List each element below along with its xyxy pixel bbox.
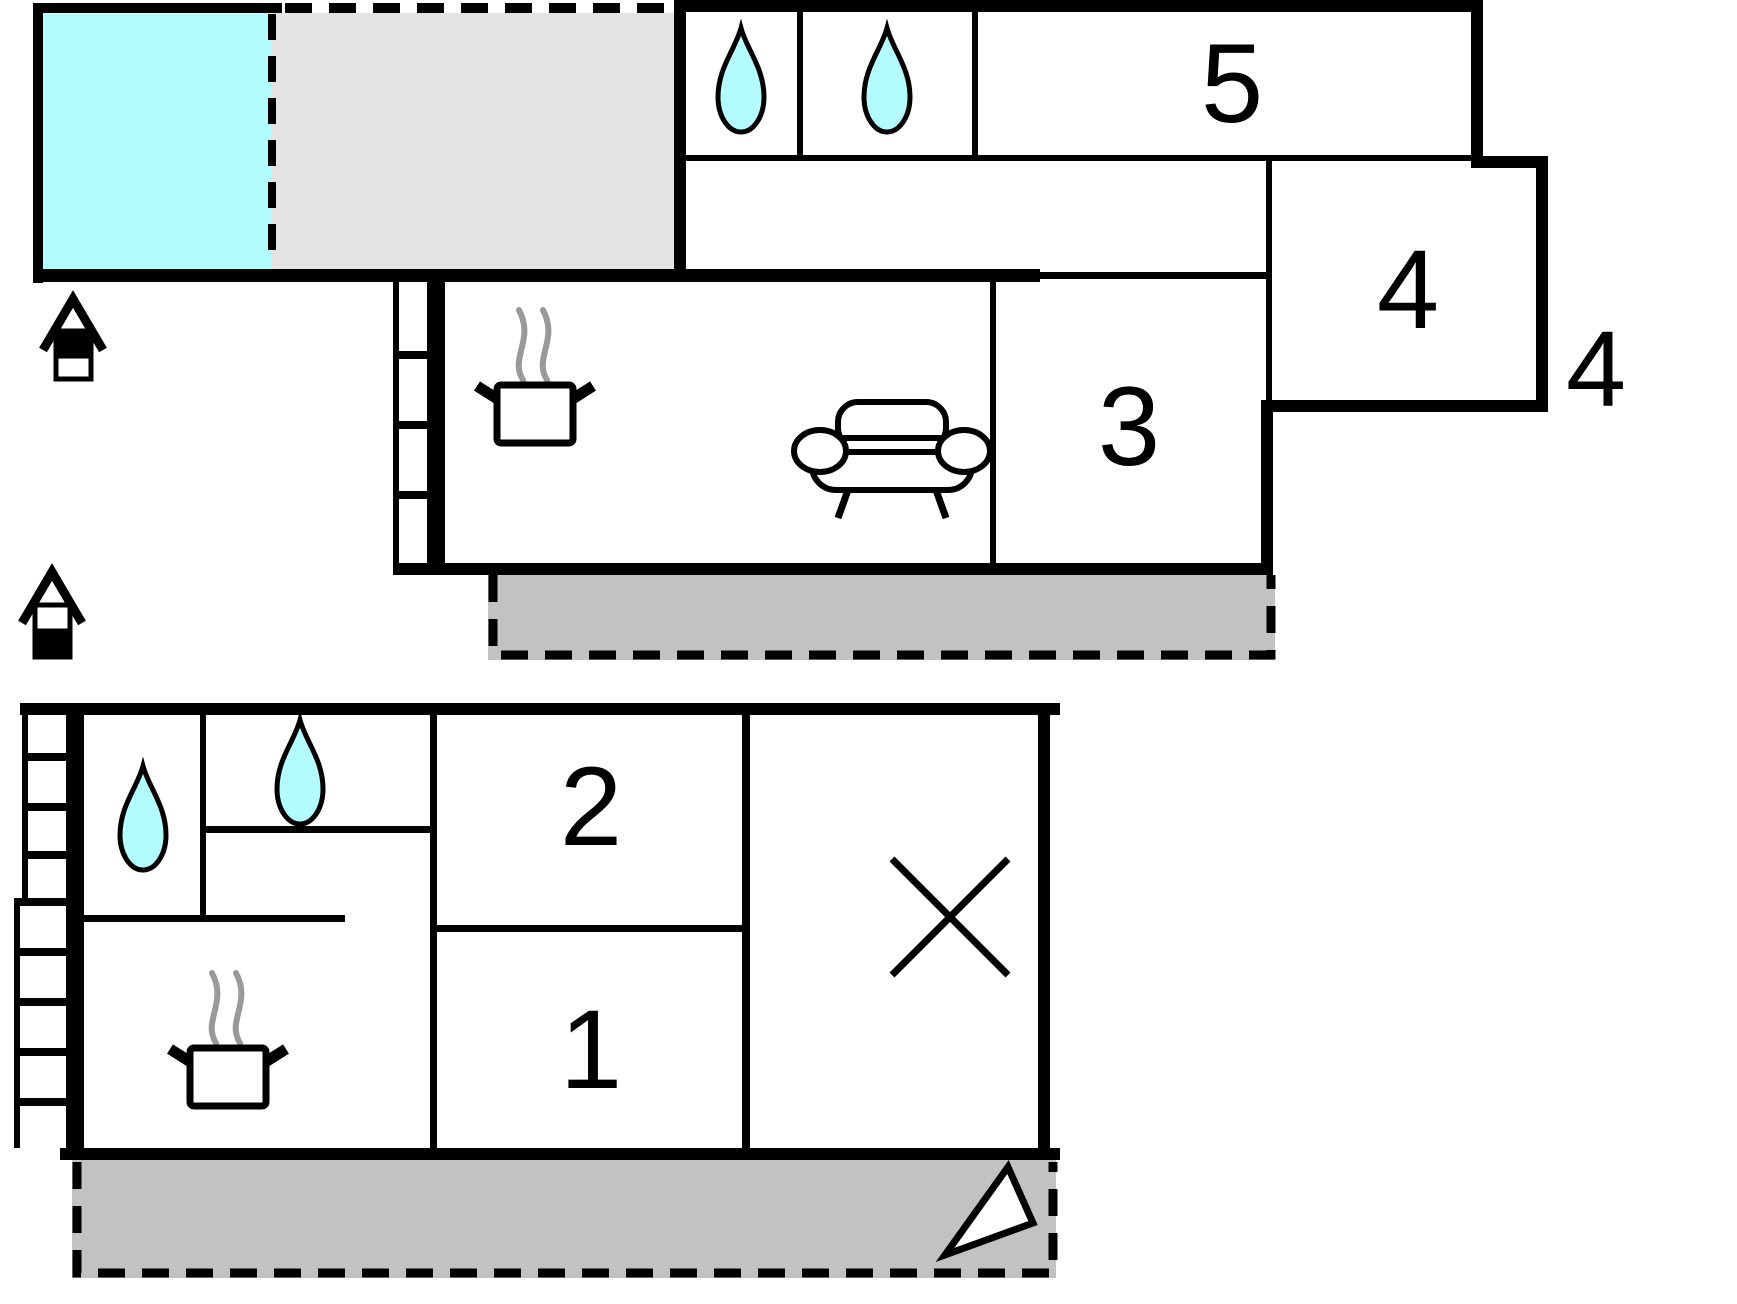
wall	[200, 715, 206, 922]
wall	[393, 563, 1273, 575]
water-drop-icon	[718, 28, 764, 132]
upper-terrace-dashed-edge	[488, 575, 1276, 660]
wall	[60, 1148, 1060, 1160]
wall	[430, 715, 437, 1148]
cooking-pot-icon	[170, 973, 286, 1106]
x-mark-icon	[889, 856, 1011, 978]
house-roof	[18, 563, 86, 626]
house-body-band	[32, 628, 73, 660]
upper-unit-walls	[33, 0, 1548, 575]
upper-room-labels: 5 4 3 4	[1098, 21, 1626, 489]
lower-unit: 2 1	[14, 563, 1060, 1278]
wall	[1040, 272, 1266, 279]
wall	[1471, 156, 1548, 168]
room-5-label: 5	[1201, 21, 1263, 146]
wall	[686, 269, 1040, 282]
wall	[433, 281, 445, 575]
wall	[20, 703, 1060, 715]
wall	[33, 269, 686, 282]
wall	[72, 703, 84, 1160]
wall	[84, 915, 345, 922]
ladder-rung	[393, 491, 433, 499]
upper-bathroom-drops	[718, 28, 910, 132]
wall	[1471, 0, 1483, 168]
wall	[972, 8, 978, 155]
ladder-rung	[393, 421, 433, 429]
upper-unit: 5 4 3 4	[33, 0, 1626, 660]
water-drop-icon	[120, 766, 166, 870]
wall	[1038, 703, 1050, 1160]
wall	[797, 8, 803, 155]
water-drop-icon	[864, 28, 910, 132]
sofa-leg	[834, 488, 852, 520]
wall	[1536, 156, 1548, 412]
lower-dashed-boundaries	[72, 1162, 1058, 1278]
room-1-label: 1	[560, 987, 622, 1112]
lower-bathroom-drops	[120, 720, 323, 870]
ladder-rung	[393, 351, 433, 359]
upper-terrace-area	[488, 575, 1275, 660]
wall	[33, 3, 43, 283]
lower-terrace-area	[72, 1160, 1056, 1278]
room-4-label: 4	[1377, 227, 1439, 352]
entrance-upper-icon	[39, 290, 107, 382]
lower-room-labels: 2 1	[560, 744, 622, 1112]
ladder-rung	[22, 803, 72, 811]
ladder-rung	[14, 948, 72, 956]
ladder-rung	[14, 898, 72, 906]
ladder-rung	[14, 998, 72, 1006]
ladder-rail	[66, 898, 72, 1148]
wall	[674, 0, 686, 282]
wall	[1261, 400, 1273, 575]
x-stroke	[889, 856, 1011, 978]
entrance-lower-icon	[18, 563, 86, 660]
wall	[686, 155, 1471, 161]
upper-dashed-boundaries	[268, 3, 1276, 660]
ladder-rail	[14, 898, 20, 1148]
house-body-band	[53, 328, 94, 359]
ladder-rung	[14, 1048, 72, 1056]
wall	[1266, 400, 1548, 412]
wall	[33, 3, 282, 13]
floor-badge-label: 4	[1566, 308, 1626, 429]
north-arrow-icon	[935, 1159, 1038, 1263]
sofa-leg	[932, 488, 950, 520]
water-drop-icon	[277, 720, 323, 824]
wall	[674, 0, 1483, 12]
patio-area	[272, 13, 674, 269]
house-roof	[39, 290, 107, 353]
wall	[990, 281, 996, 563]
lower-unit-walls	[14, 703, 1060, 1160]
pool-area	[43, 13, 272, 269]
sofa-icon	[791, 399, 993, 520]
sofa-armrest	[791, 427, 849, 475]
wall	[742, 715, 750, 1148]
sofa-armrest	[935, 427, 993, 475]
ladder-rung	[14, 1098, 72, 1106]
ladder-rung	[22, 753, 72, 761]
room-2-label: 2	[560, 744, 622, 869]
wall	[437, 925, 748, 932]
wall	[1266, 161, 1272, 406]
ladder-rung	[22, 851, 72, 859]
lower-terrace-dashed-edge	[72, 1162, 1058, 1278]
wall	[205, 826, 430, 833]
room-3-label: 3	[1098, 364, 1160, 489]
cooking-pot-icon	[477, 310, 593, 443]
